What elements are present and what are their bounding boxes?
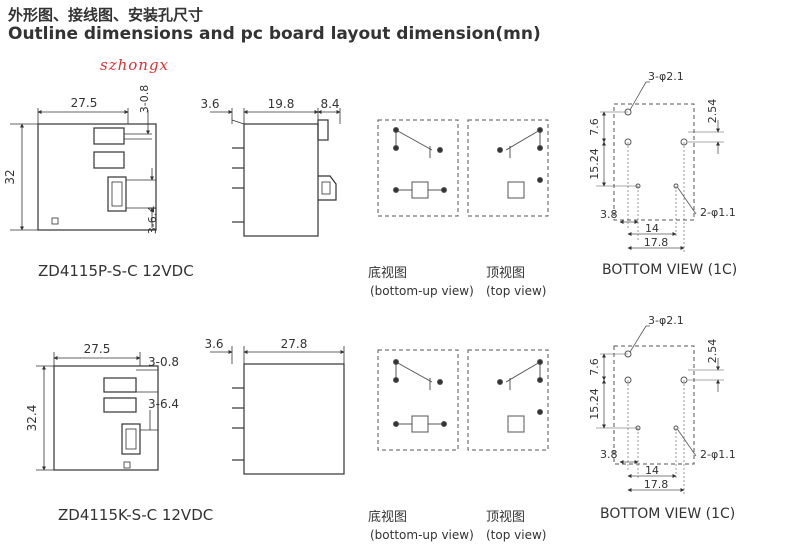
top-view-wiring-1	[467, 119, 549, 217]
top-view-sub-2: (top view)	[486, 528, 547, 542]
side-left-label-2: 3.6	[204, 337, 223, 351]
pcb-dim-15-24-label-1: 15.24	[588, 148, 601, 180]
side-body-label-2: 27.8	[281, 337, 308, 351]
pcb-dim-3-8-label-2: 3.8	[600, 448, 618, 461]
pcb-holes-large-label-2: 3-φ2.1	[648, 314, 684, 327]
pin-bottom-label-1: 3-6.4	[146, 206, 159, 234]
pcb-dim-14-label-2: 14	[645, 464, 659, 477]
side-left-label-1: 3.6	[200, 97, 219, 111]
pcb-dim-2-54-label-2: 2.54	[706, 339, 719, 364]
front-height-label-2: 32.4	[25, 405, 39, 432]
top-view-wiring-2	[467, 349, 549, 451]
pcb-dim-14-label-1: 14	[645, 222, 659, 235]
bottom-view-wiring-2	[377, 349, 459, 451]
bottom-view-sub-2: (bottom-up view)	[370, 528, 474, 542]
front-height-label-1: 32	[3, 169, 17, 184]
title-chinese: 外形图、接线图、安装孔尺寸	[8, 6, 204, 24]
pcb-dim-7-6-label-2: 7.6	[588, 358, 601, 376]
pin-top-label-2: 3-0.8	[148, 355, 179, 369]
pcb-layout-1	[596, 81, 724, 252]
front-view-1	[10, 108, 157, 231]
watermark: szhongx	[100, 56, 170, 74]
side-view-2	[210, 346, 345, 475]
pcb-dim-7-6-label-1: 7.6	[588, 118, 601, 136]
pcb-dim-17-8-label-2: 17.8	[644, 478, 669, 491]
pcb-holes-large-label-1: 3-φ2.1	[648, 70, 684, 83]
pcb-caption-1: BOTTOM VIEW (1C)	[602, 262, 738, 278]
pcb-holes-small-label-1: 2-φ1.1	[700, 206, 736, 219]
front-view-2	[36, 352, 159, 471]
side-body-label-1: 19.8	[268, 97, 295, 111]
pin-bottom-label-2: 3-6.4	[148, 397, 179, 411]
title-english: Outline dimensions and pc board layout d…	[8, 24, 541, 44]
pcb-dim-3-8-label-1: 3.8	[600, 208, 618, 221]
pin-top-label-1: 3-0.8	[138, 85, 151, 113]
pcb-holes-small-label-2: 2-φ1.1	[700, 448, 736, 461]
pcb-layout-2	[596, 325, 724, 494]
pcb-dim-15-24-label-2: 15.24	[588, 388, 601, 420]
bottom-view-sub-1: (bottom-up view)	[370, 284, 474, 298]
top-view-caption-2: 顶视图	[486, 510, 526, 525]
bottom-view-wiring-1	[377, 119, 459, 217]
pcb-dim-2-54-label-1: 2.54	[706, 99, 719, 124]
model-label-2: ZD4115K-S-C 12VDC	[58, 506, 214, 524]
front-width-label-1: 27.5	[71, 96, 98, 110]
bottom-view-caption-1: 底视图	[368, 266, 408, 281]
pcb-dim-17-8-label-1: 17.8	[644, 236, 669, 249]
bottom-view-caption-2: 底视图	[368, 510, 408, 525]
model-label-1: ZD4115P-S-C 12VDC	[38, 262, 194, 280]
side-view-1	[210, 108, 341, 237]
front-width-label-2: 27.5	[84, 342, 111, 356]
top-view-caption-1: 顶视图	[486, 266, 526, 281]
pcb-caption-2: BOTTOM VIEW (1C)	[600, 506, 736, 522]
top-view-sub-1: (top view)	[486, 284, 547, 298]
side-right-label-1: 8.4	[320, 97, 339, 111]
